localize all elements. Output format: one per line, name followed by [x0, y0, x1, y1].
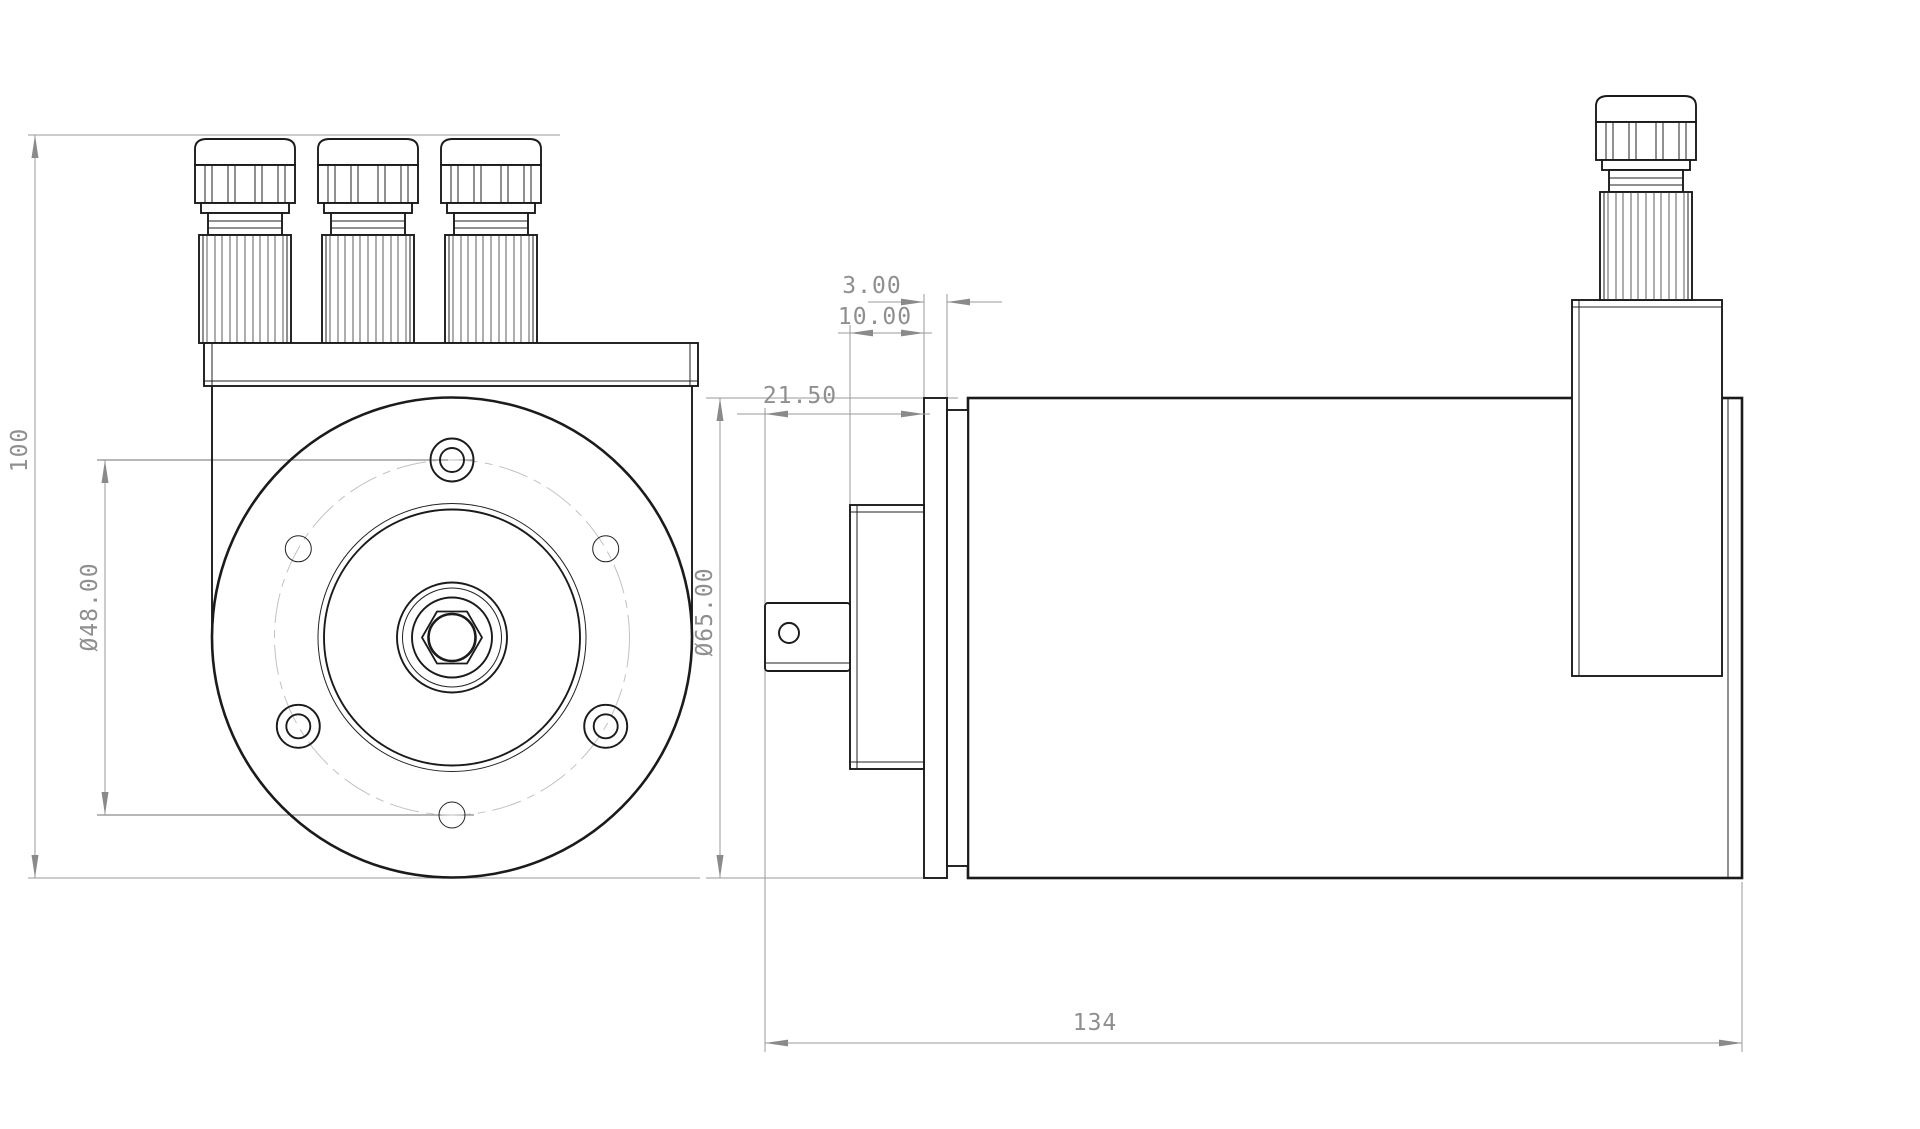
shaft-cross-hole [778, 622, 800, 644]
center-boss [317, 503, 587, 772]
cable-gland [1595, 95, 1697, 301]
hex-nut [421, 610, 483, 665]
dimension-body-diameter: Ø65.00 [692, 398, 724, 878]
cable-gland [317, 138, 419, 344]
counterbore-hole [429, 437, 475, 483]
dimension-bolt-circle: Ø48.00 [77, 460, 109, 815]
dimension-label: 21.50 [763, 383, 837, 409]
bolt-circle [274, 459, 630, 816]
dimension-label: Ø65.00 [692, 567, 718, 656]
front-extension-lines [28, 134, 700, 879]
shaft-hub-side [849, 504, 925, 770]
dimension-label: 3.00 [842, 273, 901, 299]
gland-plate [203, 342, 699, 387]
threaded-hole [592, 535, 620, 563]
dimension-shaft-protrusion: 21.50 [737, 383, 930, 418]
flange-circle [210, 396, 694, 879]
shaft-hub [396, 581, 508, 694]
dimension-label: 134 [1073, 1010, 1118, 1036]
dimension-label: Ø48.00 [77, 562, 103, 651]
side-view: 3.00 10.00 21.50 Ø65.00 134 [692, 95, 1744, 1052]
side-extension-lines [706, 294, 1743, 1052]
junction-box [1571, 299, 1723, 677]
dimension-hub-protrusion: 10.00 [838, 304, 932, 337]
threaded-hole [284, 535, 312, 563]
cable-gland [194, 138, 296, 344]
shaft [764, 602, 851, 672]
dimension-flange-thickness: 3.00 [842, 273, 1002, 306]
threaded-hole [438, 801, 466, 829]
mounting-flange-plate [923, 397, 948, 879]
dimension-label: 10.00 [838, 304, 912, 330]
housing-sides [211, 386, 693, 637]
body-front-lip [946, 409, 969, 867]
dimension-overall-height: 100 [7, 135, 39, 878]
counterbore-hole [583, 703, 629, 749]
cable-gland [440, 138, 542, 344]
counterbore-hole [275, 703, 321, 749]
front-view: 100 Ø48.00 [7, 134, 700, 879]
dimension-label: 100 [7, 428, 33, 473]
dimension-body-length: 134 [765, 1010, 1742, 1047]
